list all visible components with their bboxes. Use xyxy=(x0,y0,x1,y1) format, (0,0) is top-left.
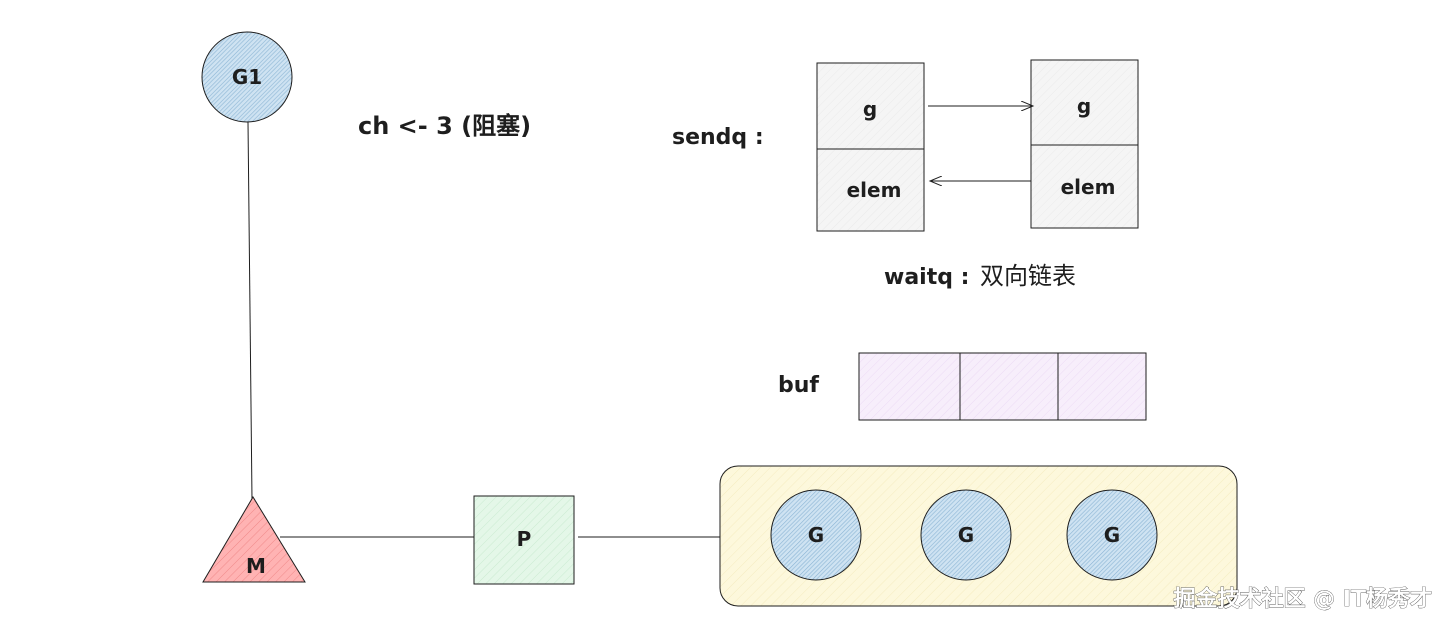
watermark-text: 掘金技术社区 @ IT杨秀才 xyxy=(1173,586,1432,612)
buf-label: buf xyxy=(778,373,819,398)
g1-label: G1 xyxy=(232,65,262,89)
waitq-caption: waitq : 双向链表 xyxy=(884,262,1076,290)
sendq-node-1: g elem xyxy=(816,62,925,232)
m-machine: M xyxy=(202,496,306,583)
runq-goroutine-2: G xyxy=(920,489,1012,581)
send-caption: ch <- 3 (阻塞) xyxy=(358,112,531,140)
sendq-node-2-elem: elem xyxy=(1061,175,1116,199)
sendq-label: sendq : xyxy=(672,125,764,150)
runq-goroutine-3: G xyxy=(1066,489,1158,581)
p-label: P xyxy=(517,527,532,551)
runq-goroutine-1-label: G xyxy=(808,523,824,547)
buf-slot-3 xyxy=(1057,352,1147,421)
p-processor: P xyxy=(473,495,575,585)
m-label: M xyxy=(246,554,266,578)
runq-goroutine-3-label: G xyxy=(1104,523,1120,547)
buf-slot-2 xyxy=(959,352,1059,421)
sendq-node-2-g: g xyxy=(1077,94,1091,118)
runq-goroutine-2-label: G xyxy=(958,523,974,547)
g1-goroutine: G1 xyxy=(201,31,293,123)
buf-ring xyxy=(858,352,1147,421)
sendq-node-2: g elem xyxy=(1030,59,1139,229)
waitq-desc: 双向链表 xyxy=(980,262,1076,290)
g1-to-m-line xyxy=(247,121,253,501)
sendq-node-1-elem: elem xyxy=(847,178,902,202)
sendq-node-1-g: g xyxy=(863,97,877,121)
waitq-label: waitq : xyxy=(884,265,969,290)
buf-slot-1 xyxy=(858,352,961,421)
local-run-queue: G G G xyxy=(719,465,1238,607)
runq-goroutine-1: G xyxy=(770,489,862,581)
